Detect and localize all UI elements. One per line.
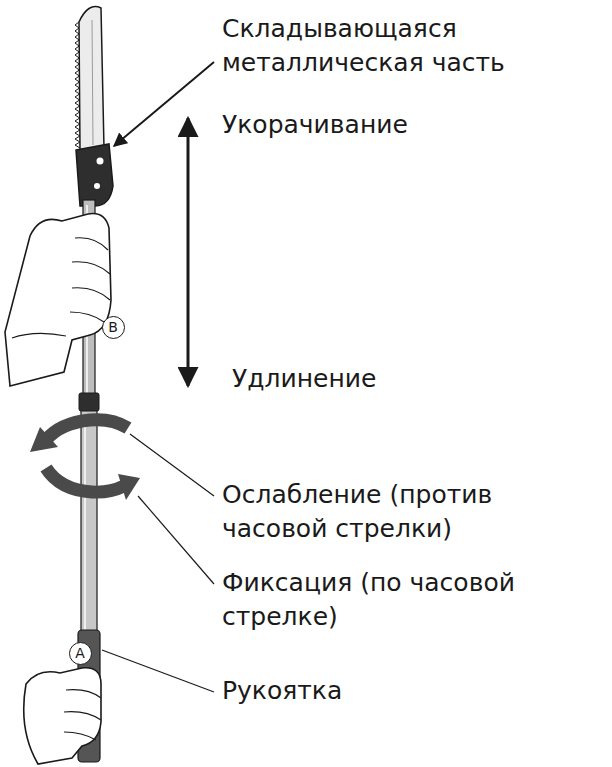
callout-circle: B bbox=[102, 316, 125, 339]
rivet bbox=[94, 183, 100, 189]
length-arrow bbox=[187, 118, 190, 386]
loosen-arrowhead bbox=[30, 427, 58, 452]
loosen-arrow bbox=[46, 420, 128, 440]
outer-pole bbox=[81, 410, 97, 634]
part-label: Фиксация (по часовой стрелке) bbox=[222, 566, 602, 634]
folding-head bbox=[76, 144, 113, 206]
leader-line bbox=[114, 62, 214, 146]
part-label: Рукоятка bbox=[222, 674, 342, 708]
part-label: Складывающаяся металлическая часть bbox=[222, 12, 562, 80]
part-label: Удлинение bbox=[232, 362, 376, 396]
glove-lines bbox=[64, 690, 101, 740]
callout-circle: A bbox=[69, 642, 92, 665]
blade-line bbox=[92, 20, 93, 145]
callout-letter: B bbox=[108, 320, 118, 334]
pole-highlight bbox=[84, 414, 86, 630]
saw-teeth bbox=[75, 22, 80, 148]
lock-arrow bbox=[46, 468, 124, 492]
saw-blade bbox=[79, 7, 104, 150]
part-label: Ослабление (против часовой стрелки) bbox=[222, 478, 602, 546]
leader-line bbox=[130, 434, 214, 496]
saw-teeth bbox=[75, 22, 80, 148]
glove-lines bbox=[12, 238, 110, 338]
upper-hand bbox=[5, 214, 111, 386]
leader-line bbox=[138, 496, 214, 584]
rivet bbox=[97, 158, 104, 165]
leader-line bbox=[102, 650, 214, 692]
lock-collar bbox=[79, 393, 99, 411]
lower-hand bbox=[24, 668, 101, 764]
lock-arrowhead bbox=[118, 474, 140, 500]
callout-letter: A bbox=[75, 646, 85, 660]
part-label: Укорачивание bbox=[222, 108, 408, 142]
